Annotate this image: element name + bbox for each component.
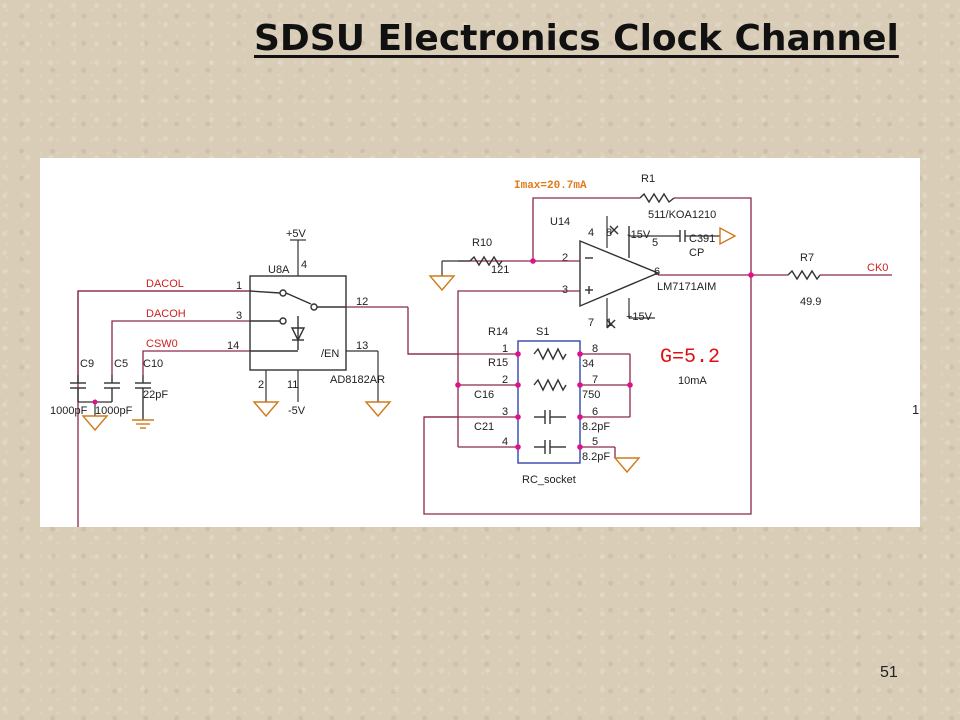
current-label: 10mA: [678, 375, 707, 387]
socket-ref: S1: [536, 326, 549, 338]
socket-value-r14: 34: [582, 358, 594, 370]
switch-u8a: [249, 239, 458, 418]
switch-pin-2: 2: [258, 379, 264, 391]
opamp-pin-8: 8: [606, 227, 612, 239]
c391-value: CP: [689, 247, 704, 259]
net-dacol: DACOL: [146, 278, 184, 290]
socket-value-c16: 8.2pF: [582, 421, 610, 433]
socket-value-c21: 8.2pF: [582, 451, 610, 463]
schematic-diagram: C9 C5 C10 1000pF 1000pF 22pF DACOL DACOH…: [40, 158, 920, 528]
rc-socket: [408, 340, 641, 474]
opamp-pin-5: 5: [652, 237, 658, 249]
net-csw0: CSW0: [146, 338, 178, 350]
schematic-svg: C9 C5 C10 1000pF 1000pF 22pF DACOL DACOH…: [50, 173, 892, 528]
switch-pin-1: 1: [236, 280, 242, 292]
opamp-supply-neg: -15V: [627, 229, 651, 241]
c5-value: 1000pF: [95, 405, 133, 417]
r1-value: 511/KOA1210: [648, 209, 716, 221]
opamp-part: LM7171AIM: [657, 281, 716, 293]
switch-ref: U8A: [268, 264, 290, 276]
socket-pin-5: 5: [592, 436, 598, 448]
socket-value-r15: 750: [582, 389, 600, 401]
c5-label: C5: [114, 358, 128, 370]
opamp-supply-pos: +15V: [626, 311, 653, 323]
c391-ref: C391: [689, 233, 715, 245]
switch-pin-3: 3: [236, 310, 242, 322]
r7-ref: R7: [800, 252, 814, 264]
r10-value: 121: [491, 264, 509, 276]
opamp-pin-2: 2: [562, 252, 568, 264]
opamp-u14: [579, 216, 737, 329]
socket-label-c21: C21: [474, 421, 494, 433]
gain-label: G=5.2: [660, 346, 720, 369]
net-dacoh: DACOH: [146, 308, 186, 320]
r1-ref: R1: [641, 173, 655, 185]
socket-pin-8: 8: [592, 343, 598, 355]
opamp-pin-6: 6: [654, 266, 660, 278]
opamp-ref: U14: [550, 216, 570, 228]
switch-pin-14: 14: [227, 340, 239, 352]
input-capacitors: [70, 375, 154, 432]
switch-supply-pos: +5V: [286, 228, 307, 240]
c10-label: C10: [143, 358, 163, 370]
opamp-pin-4: 4: [588, 227, 594, 239]
switch-part: AD8182AR: [330, 374, 385, 386]
socket-label-c16: C16: [474, 389, 494, 401]
input-wires: [77, 290, 250, 528]
socket-pin-2: 2: [502, 374, 508, 386]
c9-label: C9: [80, 358, 94, 370]
r7-value: 49.9: [800, 296, 821, 308]
switch-enable: /EN: [321, 348, 339, 360]
switch-pin-4: 4: [301, 259, 307, 271]
c9-value: 1000pF: [50, 405, 88, 417]
socket-pin-3: 3: [502, 406, 508, 418]
slide-title: SDSU Electronics Clock Channel: [254, 18, 899, 59]
socket-pin-6: 6: [592, 406, 598, 418]
socket-pin-4: 4: [502, 436, 508, 448]
net-ck0: CK0: [867, 262, 888, 274]
r10-ref: R10: [472, 237, 492, 249]
socket-label-r15: R15: [488, 357, 508, 369]
opamp-pin-7: 7: [588, 317, 594, 329]
c10-value: 22pF: [143, 389, 168, 401]
switch-pin-12: 12: [356, 296, 368, 308]
switch-supply-neg: -5V: [288, 405, 306, 417]
opamp-pin-1: 1: [606, 317, 612, 329]
page-number: 51: [880, 664, 898, 681]
imax-label: Imax=20.7mA: [514, 180, 587, 192]
switch-pin-11: 11: [287, 379, 298, 391]
socket-label-r14: R14: [488, 326, 508, 338]
opamp-pin-3: 3: [562, 284, 568, 296]
switch-pin-13: 13: [356, 340, 368, 352]
stray-mark: 1: [912, 402, 920, 417]
socket-pin-7: 7: [592, 374, 598, 386]
socket-pin-1: 1: [502, 343, 508, 355]
socket-name: RC_socket: [522, 474, 576, 486]
